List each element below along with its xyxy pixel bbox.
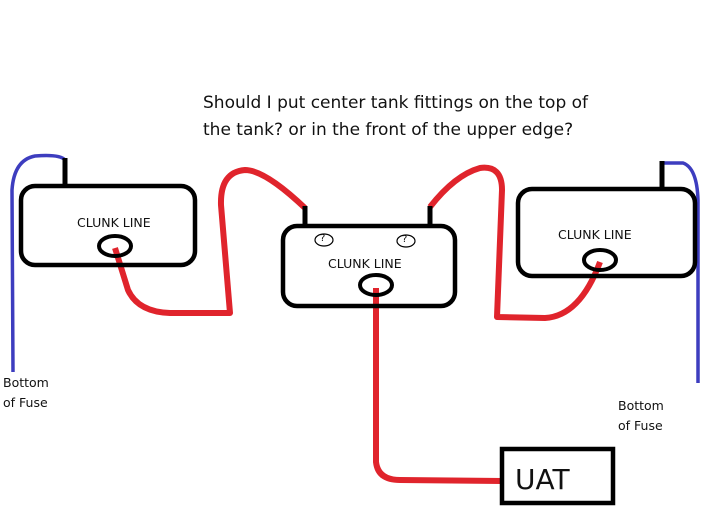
left-note-line-1: Bottom	[3, 375, 49, 390]
question-circle-left	[314, 233, 334, 247]
question-mark-right: ?	[402, 234, 408, 245]
left-clunk-outlet	[97, 234, 133, 258]
right-bottom-note: Bottom of Fuse	[618, 396, 664, 436]
left-tank-label: CLUNK LINE	[77, 215, 151, 230]
right-clunk-outlet	[582, 248, 618, 272]
left-bottom-note: Bottom of Fuse	[3, 373, 49, 413]
right-note-line-2: of Fuse	[618, 418, 663, 433]
question-line-2: the tank? or in the front of the upper e…	[203, 120, 574, 140]
left-vent-line	[10, 153, 67, 373]
question-line-1: Should I put center tank fittings on the…	[203, 93, 589, 113]
left-tank	[18, 183, 198, 268]
center-fuel-line	[373, 288, 503, 484]
uat-label: UAT	[515, 463, 570, 496]
right-tank	[515, 186, 698, 279]
uat-box	[499, 446, 616, 506]
left-fuel-line	[112, 167, 308, 316]
center-clunk-outlet	[358, 273, 394, 297]
right-tank-label: CLUNK LINE	[558, 227, 632, 242]
question-circle-right	[396, 234, 416, 248]
center-tank-label: CLUNK LINE	[328, 256, 402, 271]
right-vent-line	[662, 161, 700, 383]
right-fuel-line	[427, 164, 603, 321]
question-mark-left: ?	[320, 233, 326, 244]
right-note-line-1: Bottom	[618, 398, 664, 413]
center-tank	[280, 223, 458, 309]
left-note-line-2: of Fuse	[3, 395, 48, 410]
